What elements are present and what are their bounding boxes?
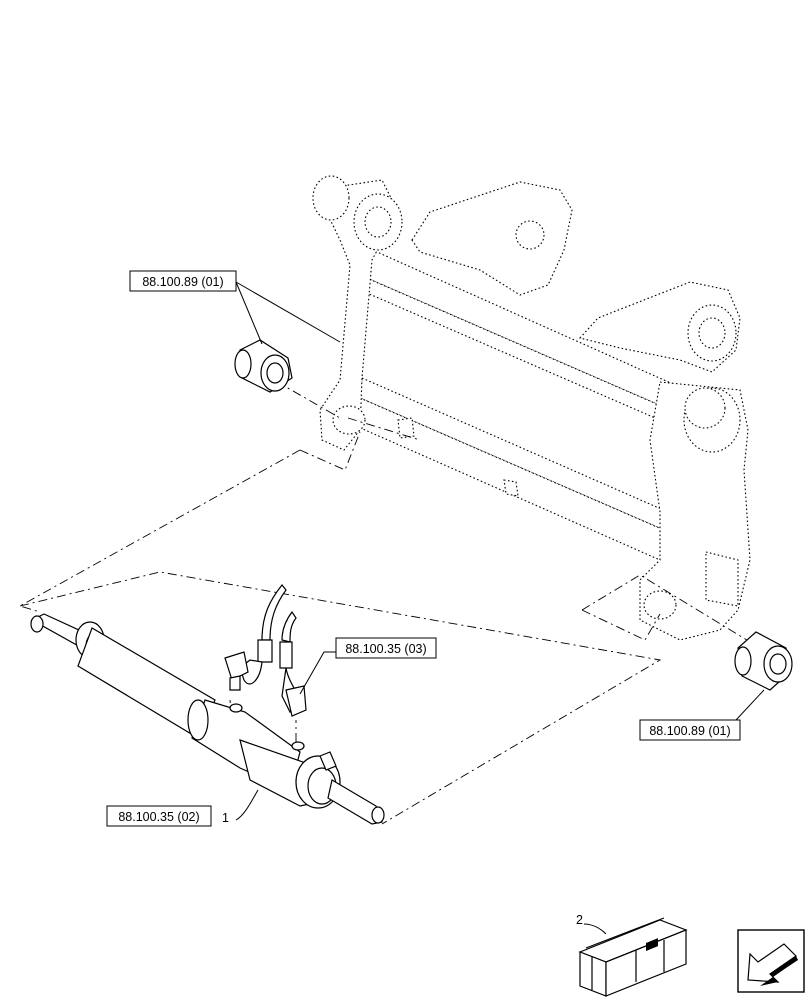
- loader-frame: [312, 175, 751, 641]
- ref-label: 88.100.35 (03): [345, 642, 426, 656]
- ref-cylinder[interactable]: 88.100.35 (02): [106, 805, 212, 827]
- callout-item-1: 1: [222, 811, 229, 825]
- ref-frame-bushing-upper[interactable]: 88.100.89 (01): [129, 270, 237, 292]
- orientation-arrow-icon: [737, 929, 805, 993]
- hydraulic-cylinder: [30, 613, 385, 825]
- leader-lines: [235, 281, 765, 935]
- ref-frame-bushing-lower[interactable]: 88.100.89 (01): [639, 719, 741, 741]
- bushing-upper: [234, 339, 293, 393]
- ref-hose-fitting[interactable]: 88.100.35 (03): [335, 637, 437, 659]
- ref-label: 88.100.89 (01): [649, 724, 730, 738]
- hoses-fittings: [224, 584, 307, 717]
- ref-label: 88.100.35 (02): [118, 810, 199, 824]
- parts-kit-box-icon: [578, 917, 688, 997]
- callout-item-2: 2: [576, 913, 583, 927]
- bushing-lower: [734, 631, 793, 691]
- ref-label: 88.100.89 (01): [142, 275, 223, 289]
